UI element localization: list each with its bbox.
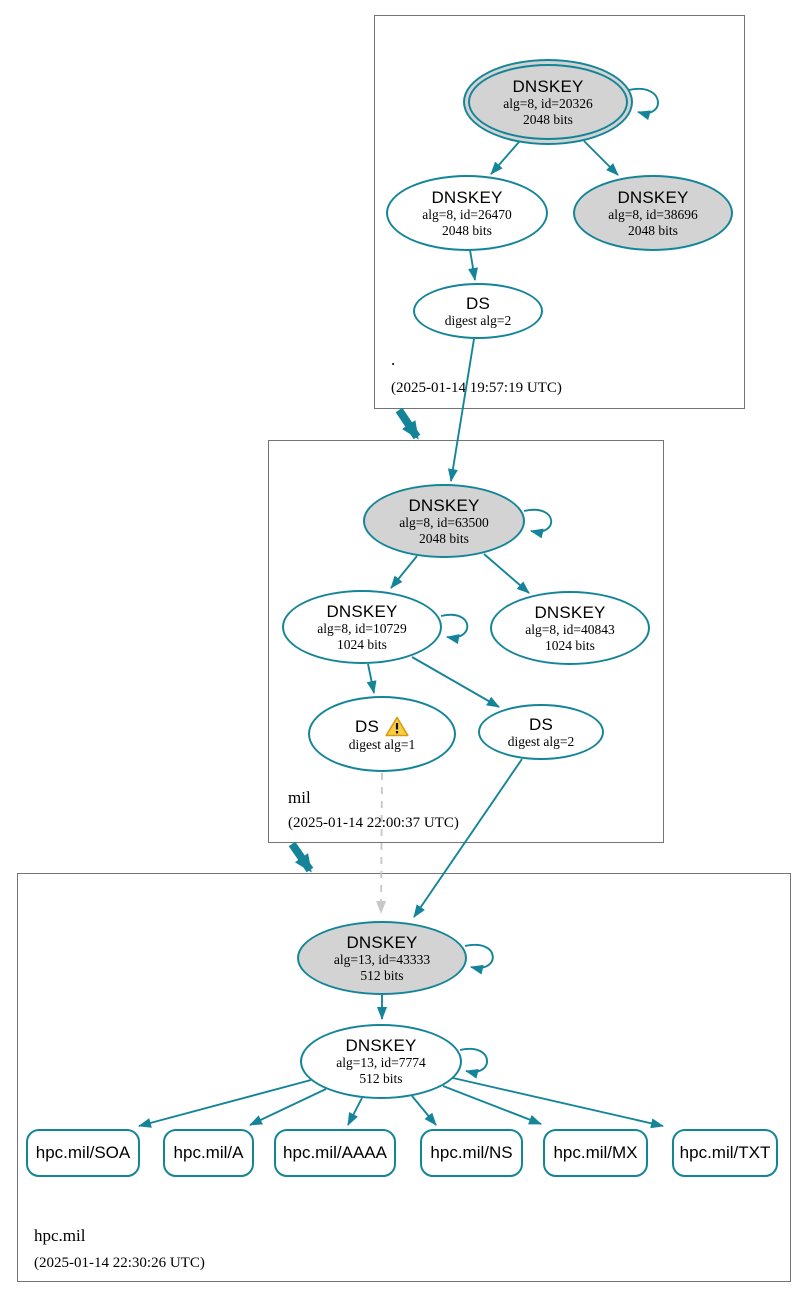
node-title: DNSKEY (326, 601, 398, 621)
rrset-label: hpc.mil/A (173, 1143, 244, 1162)
node-bits: 2048 bits (419, 530, 469, 546)
zone-name-hpc-mil: hpc.mil (34, 1226, 86, 1245)
node-title: DNSKEY (345, 1036, 417, 1055)
node-detail: digest alg=2 (507, 733, 575, 749)
node-bits: 512 bits (360, 967, 404, 983)
ds-node-root[interactable]: DS digest alg=2 (413, 283, 543, 339)
dnskey-node-root-ksk-38696[interactable]: DNSKEY alg=8, id=38696 2048 bits (573, 175, 733, 251)
node-detail: digest alg=2 (444, 312, 512, 328)
zone-box-root: . (2025-01-14 19:57:19 UTC) (374, 15, 745, 409)
node-bits: 1024 bits (545, 637, 595, 653)
node-bits: 2048 bits (628, 222, 678, 238)
node-title: DNSKEY (512, 76, 584, 96)
node-title: DNSKEY (534, 602, 606, 622)
rrset-label: hpc.mil/AAAA (283, 1143, 387, 1162)
zone-timestamp-hpc-mil: (2025-01-14 22:30:26 UTC) (34, 1255, 205, 1271)
dnskey-node-mil-zsk-10729[interactable]: DNSKEY alg=8, id=10729 1024 bits (282, 590, 442, 664)
ds-node-mil-alg1[interactable]: DS digest alg=1 (308, 696, 456, 772)
node-detail: alg=8, id=20326 (503, 95, 593, 111)
node-title: DNSKEY (346, 932, 418, 952)
rrset-hpc-mil-mx[interactable]: hpc.mil/MX (543, 1129, 648, 1177)
node-title: DS (354, 716, 380, 736)
node-detail: alg=8, id=40843 (525, 621, 615, 637)
dnskey-node-mil-ksk-63500[interactable]: DNSKEY alg=8, id=63500 2048 bits (363, 484, 525, 558)
rrset-hpc-mil-aaaa[interactable]: hpc.mil/AAAA (274, 1129, 396, 1177)
node-detail: alg=8, id=26470 (422, 206, 512, 222)
node-detail: alg=8, id=38696 (608, 206, 698, 222)
node-title: DNSKEY (617, 187, 689, 207)
zone-timestamp-root: (2025-01-14 19:57:19 UTC) (391, 380, 562, 396)
node-detail: alg=8, id=63500 (399, 514, 489, 530)
node-title: DNSKEY (408, 495, 480, 515)
node-detail: alg=13, id=43333 (333, 951, 431, 967)
dnskey-node-hpc-zsk-7774[interactable]: DNSKEY alg=13, id=7774 512 bits (300, 1024, 462, 1099)
rrset-hpc-mil-a[interactable]: hpc.mil/A (163, 1129, 254, 1177)
rrset-label: hpc.mil/SOA (35, 1143, 131, 1162)
rrset-hpc-mil-soa[interactable]: hpc.mil/SOA (26, 1129, 140, 1177)
node-title: DS (465, 293, 491, 313)
dnskey-node-hpc-ksk-43333[interactable]: DNSKEY alg=13, id=43333 512 bits (297, 921, 467, 995)
node-bits: 2048 bits (442, 222, 492, 238)
node-title: DS (528, 714, 554, 734)
dnskey-node-root-ksk-20326[interactable]: DNSKEY alg=8, id=20326 2048 bits (463, 59, 633, 145)
rrset-hpc-mil-ns[interactable]: hpc.mil/NS (420, 1129, 523, 1177)
node-detail: alg=13, id=7774 (336, 1055, 426, 1070)
zone-name-root: . (391, 350, 396, 369)
dnskey-node-root-zsk-26470[interactable]: DNSKEY alg=8, id=26470 2048 bits (386, 175, 548, 251)
rrset-label: hpc.mil/MX (553, 1143, 638, 1162)
zone-box-hpc-mil: hpc.mil (2025-01-14 22:30:26 UTC) (17, 873, 791, 1282)
delegation-arrow-mil-to-hpc (288, 841, 314, 873)
delegation-arrow-root-to-mil (395, 407, 421, 440)
rrset-label: hpc.mil/NS (430, 1143, 513, 1162)
node-detail: alg=8, id=10729 (317, 620, 407, 636)
warning-icon (385, 716, 409, 736)
zone-name-mil: mil (288, 788, 311, 807)
dnskey-node-mil-zsk-40843[interactable]: DNSKEY alg=8, id=40843 1024 bits (490, 591, 650, 665)
node-detail: digest alg=1 (348, 736, 416, 752)
node-bits: 1024 bits (337, 636, 387, 652)
ds-node-mil-alg2[interactable]: DS digest alg=2 (478, 704, 604, 760)
rrset-label: hpc.mil/TXT (679, 1143, 771, 1162)
node-title: DNSKEY (431, 187, 503, 207)
rrset-hpc-mil-txt[interactable]: hpc.mil/TXT (672, 1129, 778, 1177)
node-bits: 2048 bits (523, 111, 573, 127)
node-bits: 512 bits (359, 1071, 403, 1086)
zone-timestamp-mil: (2025-01-14 22:00:37 UTC) (288, 815, 459, 831)
